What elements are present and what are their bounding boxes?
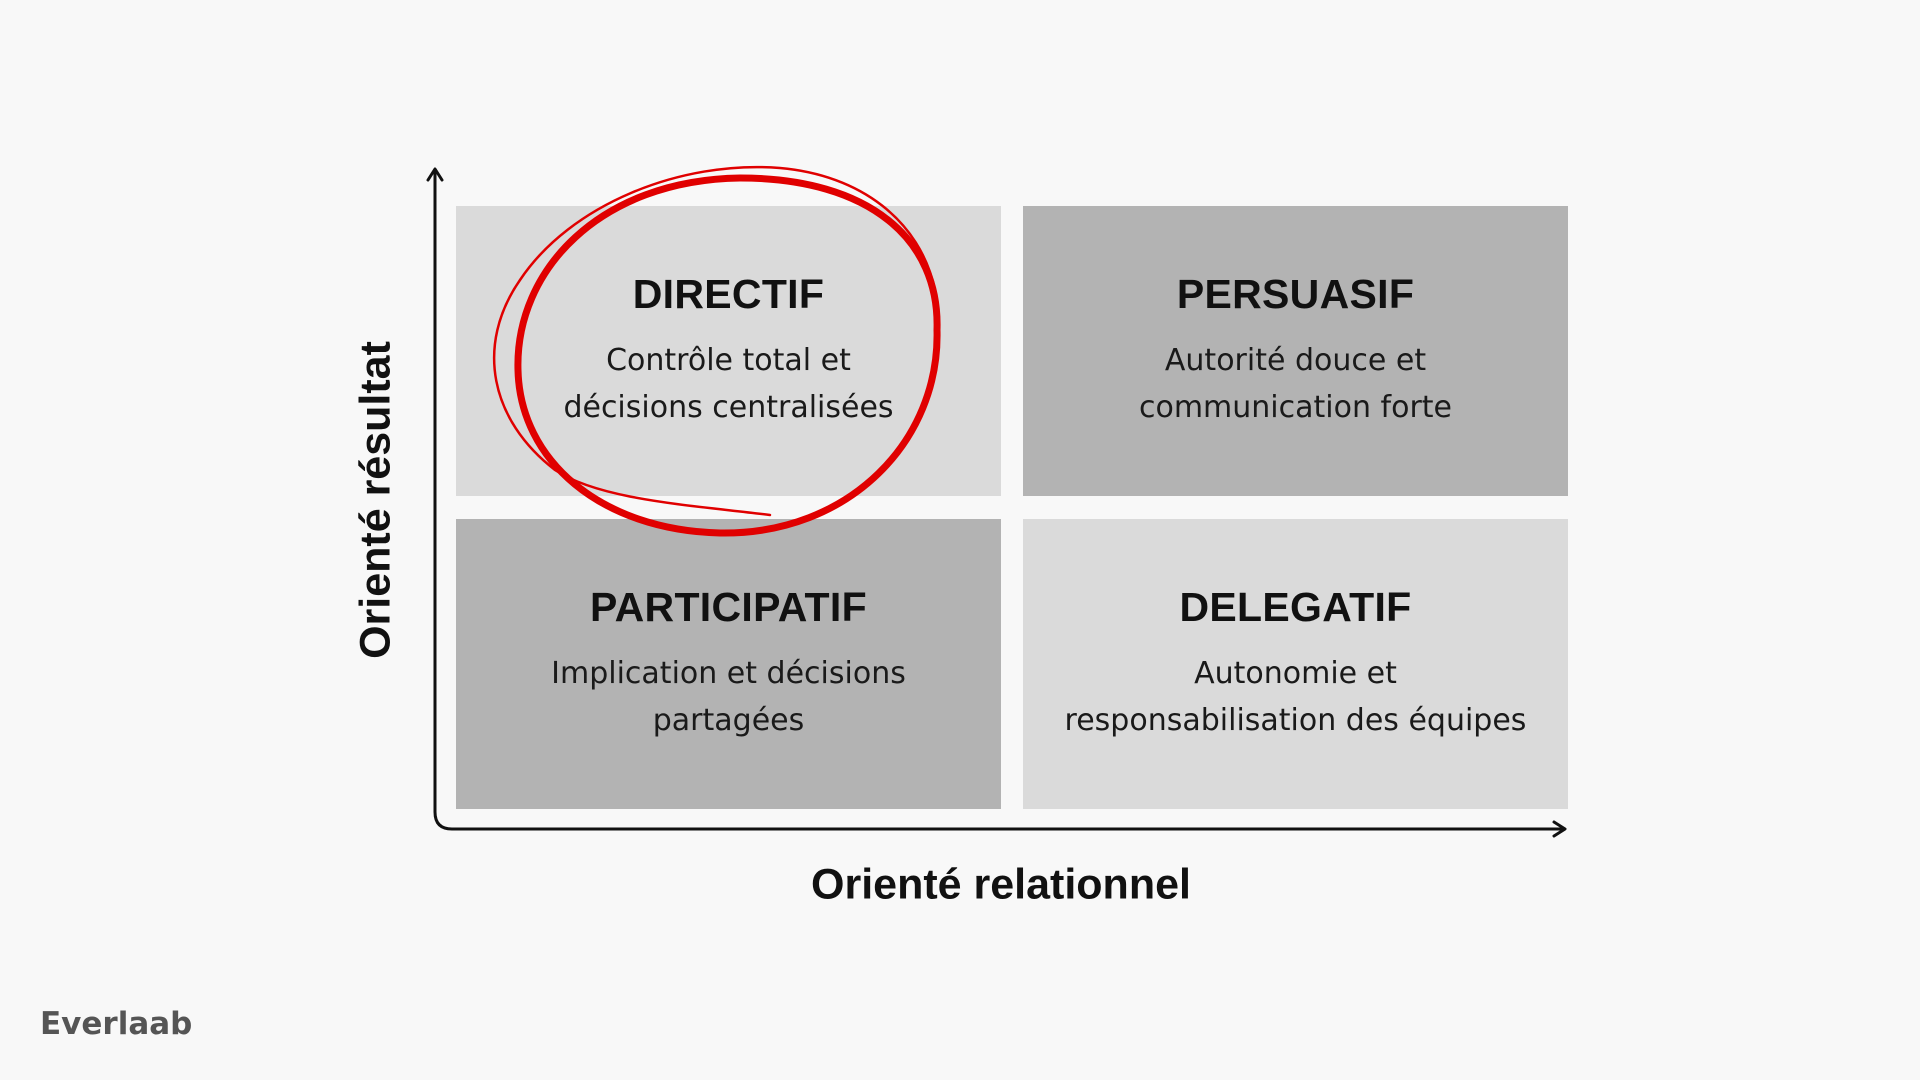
quadrant-title: DELEGATIF [1179, 584, 1412, 630]
quadrant-title: PERSUASIF [1176, 271, 1415, 317]
x-axis-label: Orienté relationnel [811, 860, 1191, 909]
quadrant-delegatif: DELEGATIF Autonomie et responsabilisatio… [1023, 519, 1568, 809]
axis-lines [433, 168, 1566, 831]
quadrant-description: Implication et décisions partagées [469, 650, 989, 744]
quadrant-description: Autonomie et responsabilisation des équi… [1036, 650, 1556, 744]
quadrant-title: PARTICIPATIF [590, 584, 867, 630]
description-line: Autorité douce et [1164, 343, 1427, 378]
quadrant-description: Autorité douce et communication forte [1036, 337, 1556, 431]
quadrant-participatif: PARTICIPATIF Implication et décisions pa… [456, 519, 1001, 809]
brand-logo-text: Everlaab [40, 1006, 193, 1042]
x-axis-arrowhead [1552, 820, 1567, 838]
quadrant-description: Contrôle total et décisions centralisées [469, 337, 989, 431]
description-line: responsabilisation des équipes [1064, 703, 1527, 738]
description-line: décisions centralisées [563, 390, 894, 425]
quadrant-persuasif: PERSUASIF Autorité douce et communicatio… [1023, 206, 1568, 496]
y-axis-label: Orienté résultat [351, 341, 400, 659]
description-line: Implication et décisions [551, 656, 906, 691]
description-line: partagées [652, 703, 805, 738]
description-line: Contrôle total et [606, 343, 851, 378]
quadrant-title: DIRECTIF [632, 271, 825, 317]
quadrant-directif: DIRECTIF Contrôle total et décisions cen… [456, 206, 1001, 496]
description-line: Autonomie et [1194, 656, 1397, 691]
description-line: communication forte [1138, 390, 1452, 425]
